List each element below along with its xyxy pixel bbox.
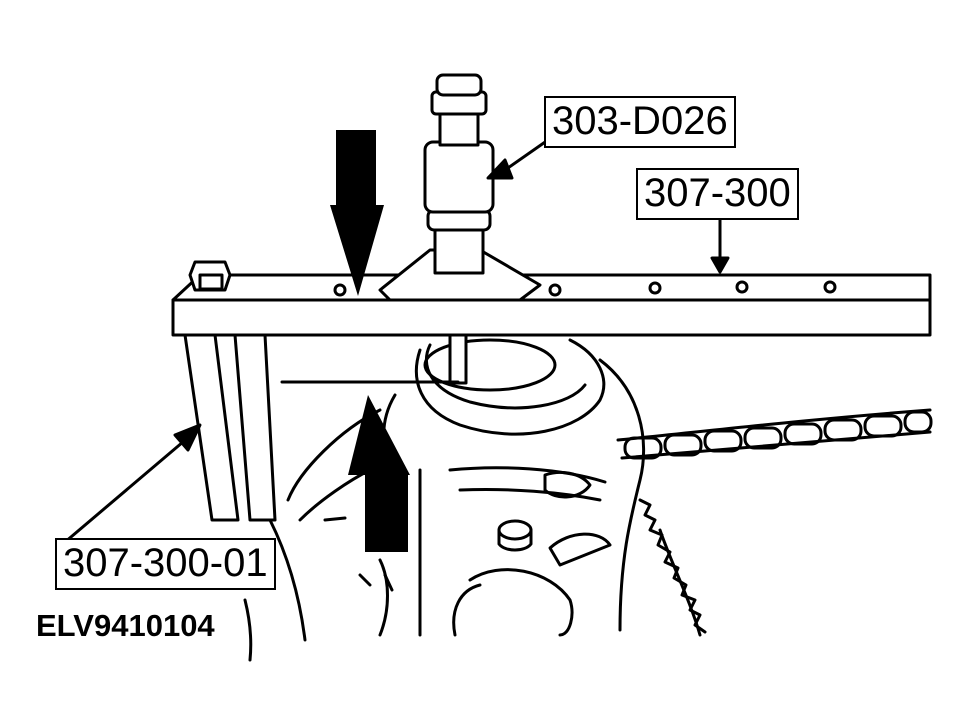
figure-id: ELV9410104 bbox=[36, 608, 215, 643]
leader-303-d026 bbox=[503, 138, 550, 172]
leader-303-d026-head bbox=[486, 158, 514, 180]
down-arrow-icon bbox=[330, 130, 384, 296]
crankshaft-hub bbox=[423, 333, 557, 392]
timing-chain bbox=[616, 408, 933, 460]
engine-front-cover bbox=[243, 338, 646, 662]
crank-sprocket-teeth bbox=[638, 498, 707, 637]
callout-303-d026: 303-D026 bbox=[544, 96, 736, 148]
tool-307-300-bar bbox=[171, 260, 932, 337]
leader-307-300-01-head bbox=[173, 423, 202, 452]
callout-307-300: 307-300 bbox=[636, 168, 799, 220]
tool-307-300-01-legs bbox=[183, 333, 277, 522]
leader-307-300-head bbox=[710, 256, 730, 274]
up-arrow-icon bbox=[348, 395, 410, 552]
callout-307-300-01: 307-300-01 bbox=[55, 538, 276, 590]
leader-307-300-01 bbox=[56, 434, 192, 550]
tool-303-d026 bbox=[378, 73, 542, 302]
